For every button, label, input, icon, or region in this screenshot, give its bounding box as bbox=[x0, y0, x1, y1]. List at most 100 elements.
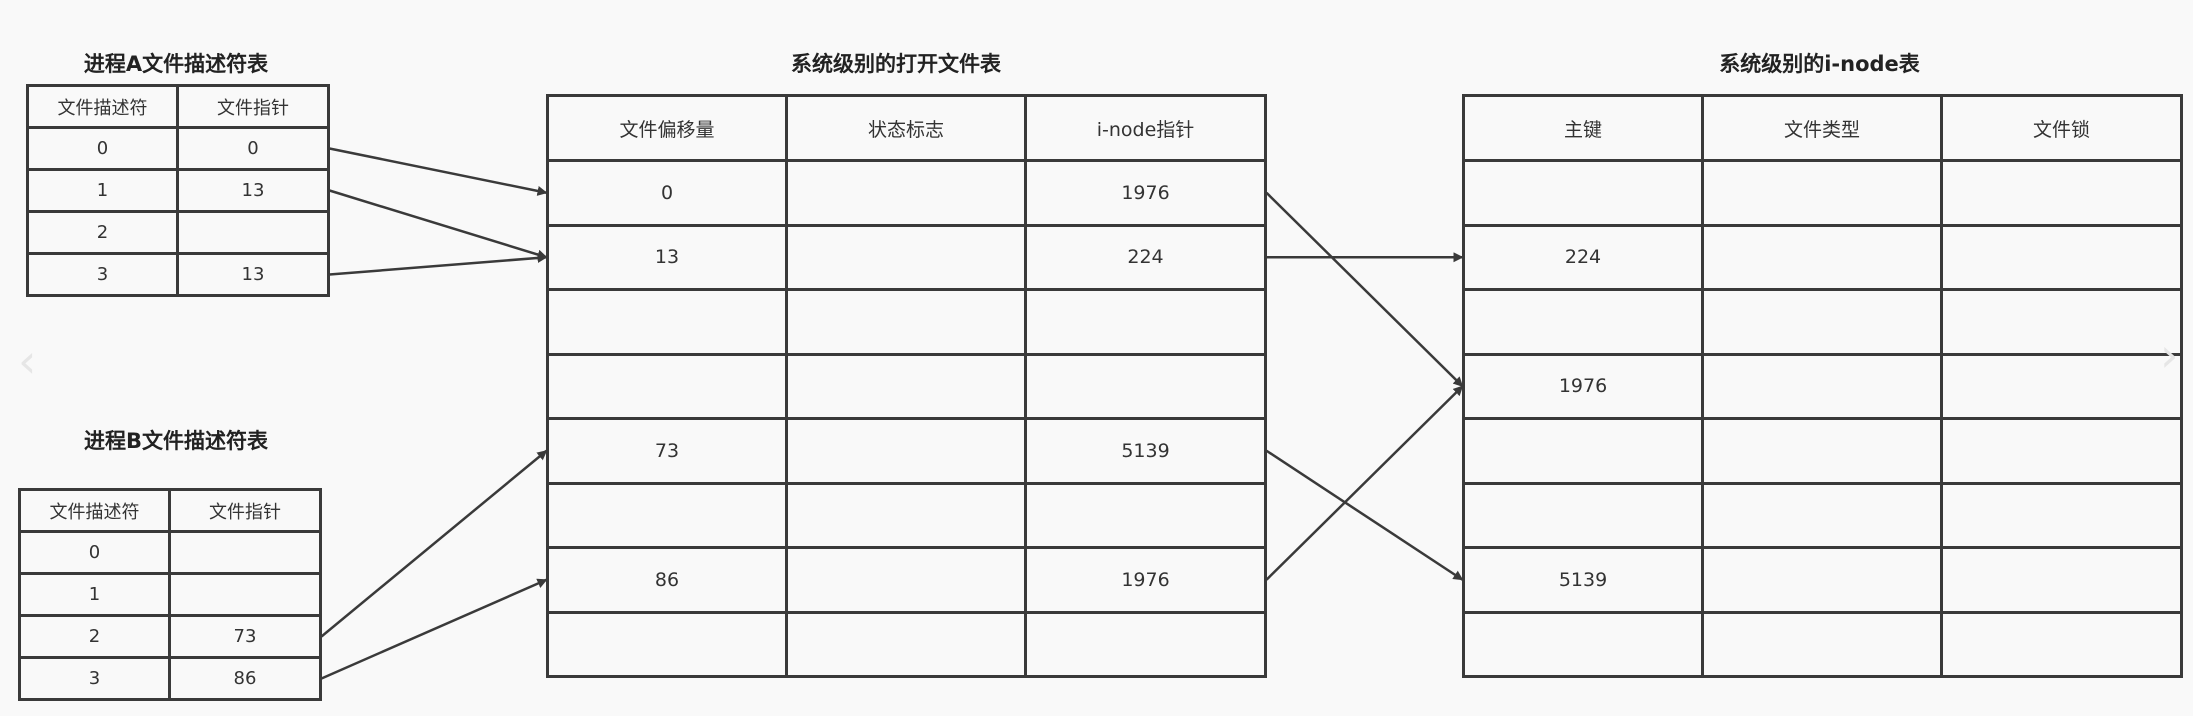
table-row: 224 bbox=[1462, 223, 2183, 291]
table-cell bbox=[1701, 288, 1943, 356]
table-row: 5139 bbox=[1462, 546, 2183, 614]
table-cell: 73 bbox=[168, 614, 322, 659]
table-cell: 13 bbox=[546, 223, 788, 291]
table-cell: 13 bbox=[176, 168, 330, 213]
table-cell: 0 bbox=[18, 530, 171, 575]
table-cell bbox=[1701, 223, 1943, 291]
table-row: 73 5139 bbox=[546, 417, 1267, 485]
table-cell bbox=[1940, 481, 2183, 549]
table-cell bbox=[546, 352, 788, 420]
column-header: 文件描述符 bbox=[26, 84, 179, 129]
table-cell bbox=[1940, 223, 2183, 291]
pointer-arrow bbox=[329, 147, 548, 196]
table-cell bbox=[1024, 352, 1267, 420]
table-row: 0 bbox=[18, 530, 322, 575]
header-row: 文件描述符文件指针 bbox=[26, 84, 330, 129]
table-cell bbox=[785, 481, 1027, 549]
proc-a-title: 进程A文件描述符表 bbox=[83, 52, 269, 76]
column-header: 文件指针 bbox=[168, 488, 322, 533]
pointer-arrow bbox=[1265, 191, 1464, 388]
table-cell bbox=[785, 417, 1027, 485]
column-header: 文件偏移量 bbox=[546, 94, 788, 162]
table-cell: 1976 bbox=[1024, 546, 1267, 614]
table-row bbox=[546, 610, 1267, 678]
table-cell: 224 bbox=[1462, 223, 1704, 291]
table-cell bbox=[1701, 481, 1943, 549]
table-row bbox=[1462, 610, 2183, 678]
pointer-arrow bbox=[1265, 449, 1464, 581]
table-cell: 0 bbox=[26, 126, 179, 171]
table-row: 13 224 bbox=[546, 223, 1267, 291]
table-row bbox=[546, 481, 1267, 549]
table-cell bbox=[168, 530, 322, 575]
table-cell bbox=[168, 572, 322, 617]
table-cell: 13 bbox=[176, 252, 330, 297]
column-header: 文件类型 bbox=[1701, 94, 1943, 162]
table-cell: 2 bbox=[26, 210, 179, 255]
chevron-right-icon[interactable]: › bbox=[2160, 328, 2179, 382]
table-row: 1 bbox=[18, 572, 322, 617]
table-cell bbox=[785, 159, 1027, 227]
table-cell bbox=[1462, 288, 1704, 356]
table-cell: 1 bbox=[26, 168, 179, 213]
table-cell bbox=[785, 546, 1027, 614]
table-cell bbox=[1024, 610, 1267, 678]
table-cell bbox=[546, 288, 788, 356]
table-cell bbox=[1462, 610, 1704, 678]
pointer-arrow bbox=[329, 252, 548, 276]
table-cell bbox=[1701, 159, 1943, 227]
header-row: 文件描述符文件指针 bbox=[18, 488, 322, 533]
table-row: 1976 bbox=[1462, 352, 2183, 420]
table-cell bbox=[1024, 481, 1267, 549]
table-cell bbox=[785, 610, 1027, 678]
table-cell: 1976 bbox=[1462, 352, 1704, 420]
table-cell bbox=[1462, 481, 1704, 549]
table-cell: 3 bbox=[18, 656, 171, 701]
table-cell: 224 bbox=[1024, 223, 1267, 291]
table-cell: 73 bbox=[546, 417, 788, 485]
column-header: i-node指针 bbox=[1024, 94, 1267, 162]
open-files-title: 系统级别的打开文件表 bbox=[791, 52, 1001, 76]
inode-title: 系统级别的i-node表 bbox=[1719, 52, 1920, 76]
pointer-arrow bbox=[1265, 385, 1464, 581]
table-row bbox=[1462, 288, 2183, 356]
column-header: 文件描述符 bbox=[18, 488, 171, 533]
table-cell: 86 bbox=[168, 656, 322, 701]
table-cell bbox=[1462, 417, 1704, 485]
table-cell: 1 bbox=[18, 572, 171, 617]
table-cell bbox=[546, 610, 788, 678]
table-cell bbox=[176, 210, 330, 255]
table-cell bbox=[1701, 546, 1943, 614]
pointer-arrow bbox=[320, 449, 548, 638]
proc-b-title: 进程B文件描述符表 bbox=[83, 429, 268, 453]
table-cell bbox=[1462, 159, 1704, 227]
column-header: 文件指针 bbox=[176, 84, 330, 129]
table-row bbox=[546, 352, 1267, 420]
column-header: 文件锁 bbox=[1940, 94, 2183, 162]
table-cell bbox=[1701, 352, 1943, 420]
table-cell bbox=[1701, 417, 1943, 485]
chevron-left-icon[interactable]: ‹ bbox=[18, 334, 37, 388]
pointer-arrow bbox=[320, 578, 548, 680]
column-header: 状态标志 bbox=[785, 94, 1027, 162]
table-cell: 0 bbox=[176, 126, 330, 171]
table-cell bbox=[1940, 288, 2183, 356]
table-cell bbox=[1940, 352, 2183, 420]
table-cell bbox=[1940, 546, 2183, 614]
table-cell: 5139 bbox=[1462, 546, 1704, 614]
table-row bbox=[1462, 159, 2183, 227]
table-row bbox=[546, 288, 1267, 356]
table-cell: 5139 bbox=[1024, 417, 1267, 485]
table-cell: 3 bbox=[26, 252, 179, 297]
